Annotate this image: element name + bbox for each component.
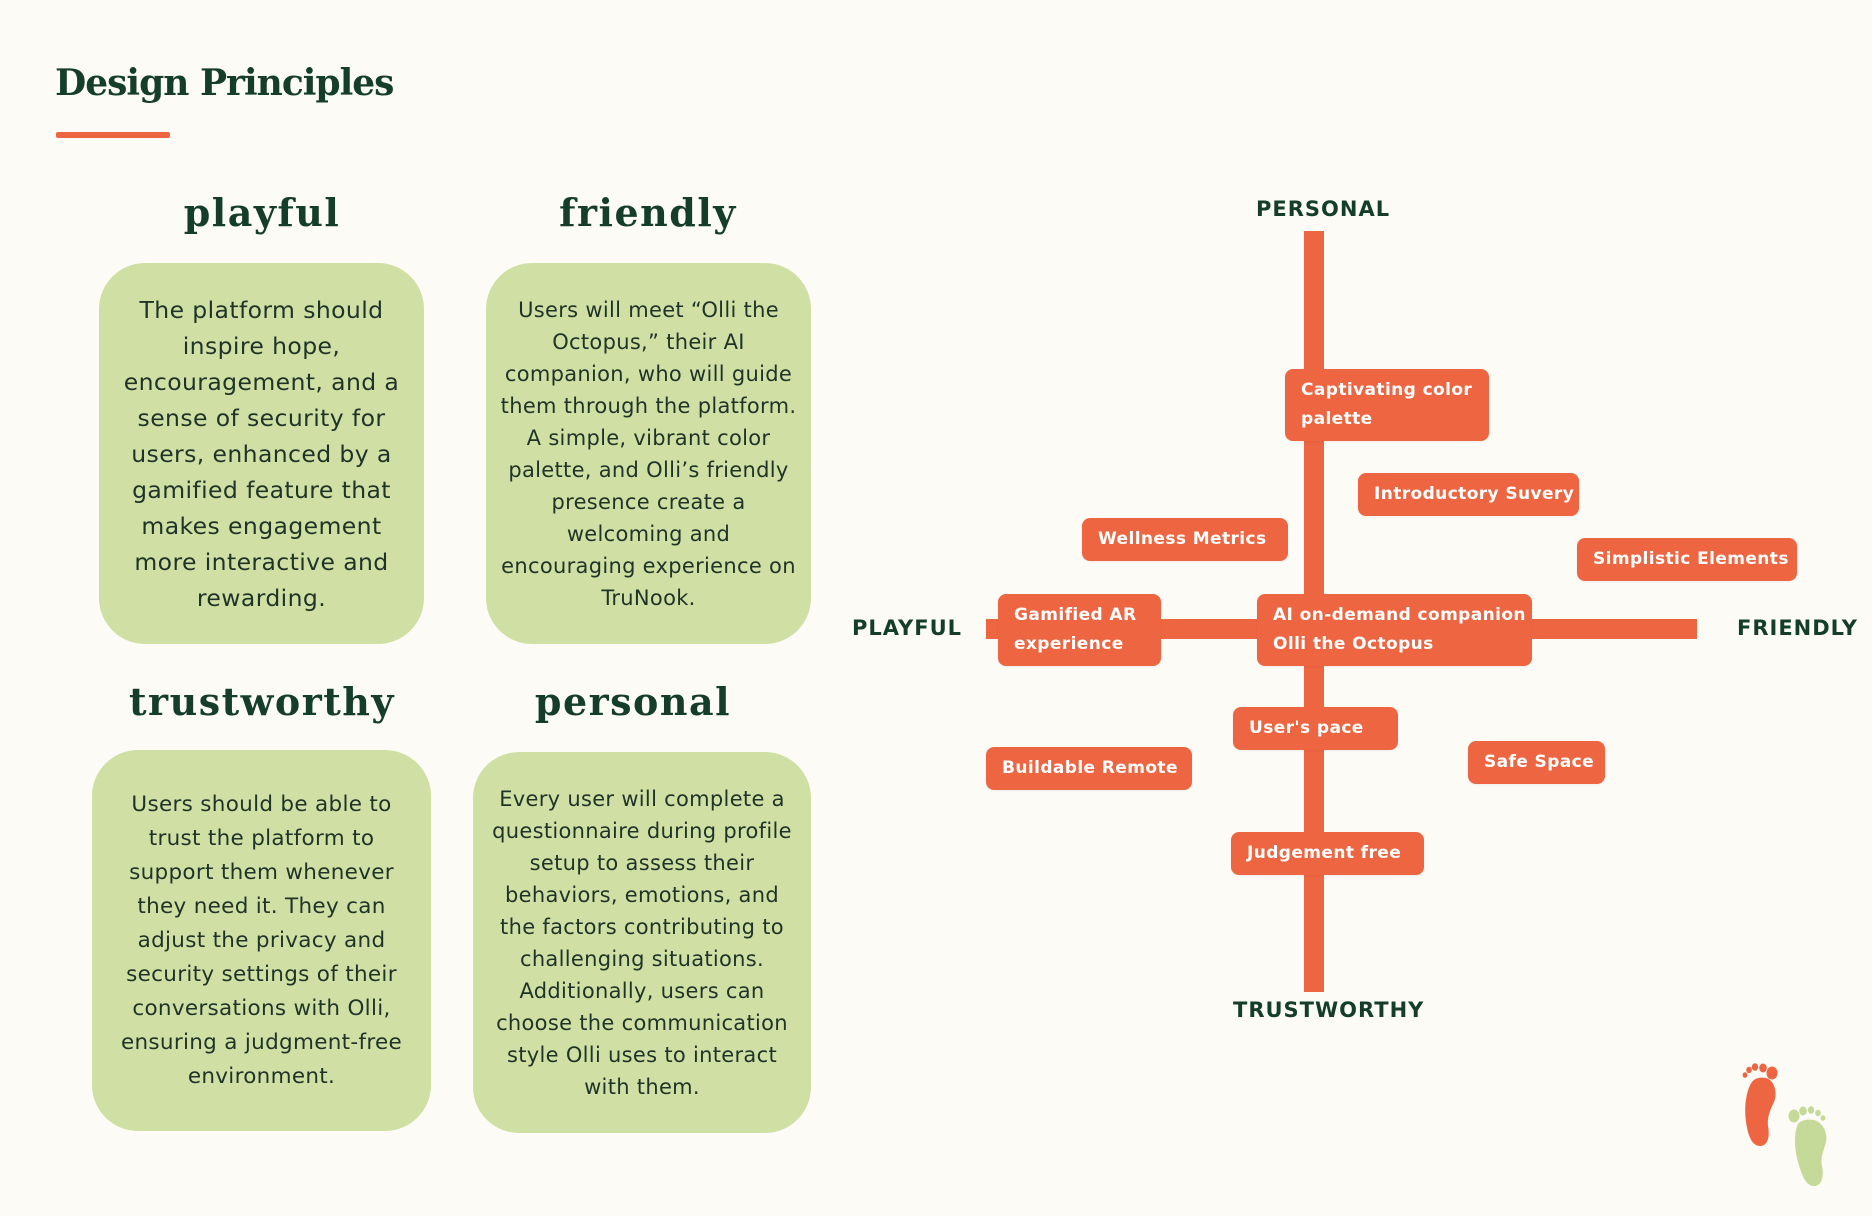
tag-users-pace: User's pace [1233,707,1398,750]
heading-playful: playful [183,190,341,235]
tag-judgement-free: Judgement free [1231,832,1424,875]
tag-line: experience [1014,634,1124,654]
card-trustworthy: Users should be able to trust the platfo… [92,750,431,1131]
card-playful: The platform should inspire hope, encour… [99,263,424,644]
tag-introductory-survey: Introductory Suvery [1358,473,1579,516]
footprints-icon [1742,1063,1827,1186]
tag-line: Introductory Suvery [1374,484,1575,504]
tag-line: User's pace [1249,718,1364,738]
tag-wellness-metrics: Wellness Metrics [1082,518,1288,561]
tag-line: Captivating color [1301,380,1473,400]
tag-line: Wellness Metrics [1098,529,1267,549]
tag-buildable-remote: Buildable Remote [986,747,1192,790]
tag-line: palette [1301,409,1373,429]
card-personal-text: Every user will complete a questionnaire… [492,786,792,1099]
axis-label-trustworthy: TRUSTWORTHY [1233,998,1425,1022]
card-trustworthy-text: Users should be able to trust the platfo… [120,791,403,1089]
axis-label-personal: PERSONAL [1256,197,1391,221]
page-title: Design Principles [55,62,394,104]
card-playful-text: The platform should inspire hope, encour… [123,295,400,612]
heading-friendly: friendly [559,190,737,235]
heading-personal: personal [534,679,732,724]
tag-line: Gamified AR [1014,605,1137,625]
heading-trustworthy: trustworthy [129,679,395,724]
card-friendly: Users will meet “Olli the Octopus,” thei… [486,263,811,644]
title-underline [56,132,170,138]
tag-safe-space: Safe Space [1468,741,1605,784]
tag-ai-companion: AI on-demand companion Olli the Octopus [1257,594,1532,666]
tag-line: Olli the Octopus [1273,634,1434,654]
axis-label-playful: PLAYFUL [852,616,963,640]
axis-label-friendly: FRIENDLY [1737,616,1858,640]
tag-gamified-ar-experience: Gamified AR experience [998,594,1161,666]
card-friendly-text: Users will meet “Olli the Octopus,” thei… [500,297,797,610]
card-personal: Every user will complete a questionnaire… [473,752,811,1133]
tag-line: Safe Space [1484,752,1595,772]
tag-line: Judgement free [1247,843,1402,863]
tag-line: Buildable Remote [1002,758,1178,778]
tag-line: Simplistic Elements [1593,549,1789,569]
tag-line: AI on-demand companion [1273,605,1526,625]
tag-simplistic-elements: Simplistic Elements [1577,538,1797,581]
tag-captivating-color-palette: Captivating color palette [1285,369,1489,441]
